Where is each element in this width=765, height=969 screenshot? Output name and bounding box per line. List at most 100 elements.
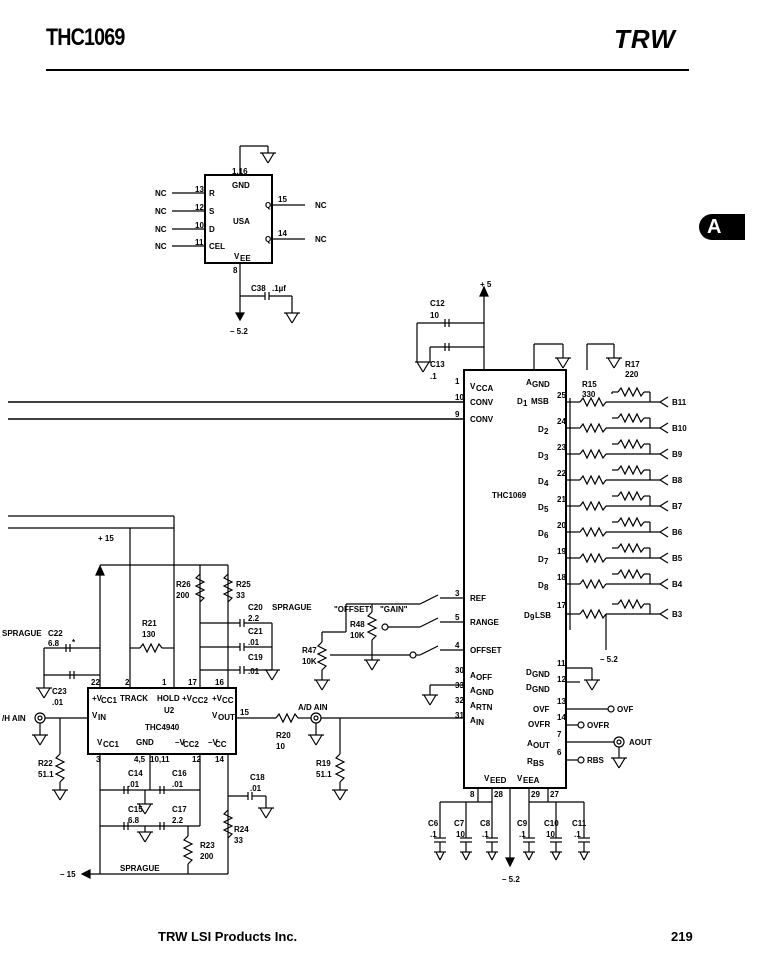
usa-gnd-label: GND (232, 181, 250, 190)
r19-name: R19 (316, 759, 331, 768)
pullup-resistor (617, 568, 645, 580)
thc1069-rpin-20: 20 (557, 521, 566, 530)
u2-vin-sub: IN (98, 713, 106, 722)
c17-value: 2.2 (172, 816, 184, 825)
r19-value: 51.1 (316, 770, 332, 779)
thc1069-d4: D (538, 477, 544, 486)
r17-name: R17 (625, 360, 640, 369)
usa-pin-13: 13 (195, 185, 204, 194)
thc1069-pin-label-5: OFFSET (470, 646, 502, 655)
thc1069-rpin-25: 25 (557, 391, 566, 400)
thc1069-bpin-28: 28 (494, 790, 503, 799)
output-b9: B9 (672, 450, 683, 459)
usa-nc-0: NC (155, 189, 167, 198)
u2-vout: V (212, 711, 218, 720)
minus15-label: – 15 (60, 870, 76, 879)
output-connector (658, 608, 669, 620)
r23-value: 200 (200, 852, 214, 861)
gain-label: "GAIN" (380, 605, 408, 614)
thc1069-d8-sub: 8 (544, 583, 549, 592)
bcap-gnd (461, 851, 467, 861)
thc1069-pin-sub-6: OFF (476, 673, 492, 682)
u2-hold: HOLD (157, 694, 180, 703)
thc1069-d3-sub: 3 (544, 453, 549, 462)
pullup-resistor (617, 464, 645, 476)
r22-name: R22 (38, 759, 53, 768)
r20-value: 10 (276, 742, 285, 751)
thc1069-aout: A (527, 739, 533, 748)
c20-value: 2.2 (248, 614, 260, 623)
c38-name: C38 (251, 284, 266, 293)
output-b4: B4 (672, 580, 683, 589)
pullup-resistor (617, 412, 645, 424)
bcap-c10-value: 10 (546, 830, 555, 839)
c15-value: 6.8 (128, 816, 140, 825)
thc1069-pin-label-7: A (470, 686, 476, 695)
c38-value: .1µf (272, 284, 286, 293)
section-tab[interactable]: A (699, 214, 745, 240)
bcap-gnd (555, 851, 561, 861)
header-rule (46, 69, 689, 71)
bcap-c11-name: C11 (572, 819, 587, 828)
thc1069-name: THC1069 (492, 491, 527, 500)
thc1069-pin-sub-9: IN (476, 718, 484, 727)
thc1069-d3: D (538, 451, 544, 460)
usa-label-2: D (209, 225, 215, 234)
u2-pin-top-17: 17 (188, 678, 197, 687)
bcap-gnd (579, 851, 585, 861)
thc1069-pin-label-2: CONV (470, 415, 494, 424)
usa-nc-2: NC (155, 225, 167, 234)
sprague-1: SPRAGUE (2, 629, 42, 638)
ladder-resistor (579, 500, 607, 512)
r23-name: R23 (200, 841, 215, 850)
thc1069-d1: D (517, 397, 523, 406)
thc1069-pin-30: 30 (455, 666, 464, 675)
c18-name: C18 (250, 773, 265, 782)
usa-pin-top: 1,16 (232, 167, 248, 176)
r15-value: 330 (582, 390, 596, 399)
thc1069-d5: D (538, 503, 544, 512)
u2-part: THC4940 (145, 723, 180, 732)
r47-value: 10K (302, 657, 317, 666)
thc1069-pin-32: 32 (455, 696, 464, 705)
u2-pin-top-16: 16 (215, 678, 224, 687)
u2-name: U2 (164, 706, 175, 715)
thc1069-d6-sub: 6 (544, 531, 549, 540)
bcap-gnd (465, 851, 471, 861)
thc1069-rpin-14: 14 (557, 713, 566, 722)
thc1069-pin-33: 33 (455, 681, 464, 690)
usa-name: USA (233, 217, 250, 226)
section-tab-label: A (707, 216, 722, 238)
thc1069-rpin-12: 12 (557, 675, 566, 684)
thc1069-rbs-sub: BS (533, 759, 545, 768)
output-connector (658, 578, 669, 590)
thc1069-d6: D (538, 529, 544, 538)
thc1069-pin-sub-8: RTN (476, 703, 493, 712)
u2-vcc2-sub: CC2 (192, 696, 209, 705)
thc1069-rpin-21: 21 (557, 495, 566, 504)
thc1069-ovfr: OVFR (528, 720, 550, 729)
thc1069-rbs: R (527, 757, 533, 766)
bottom-capacitors (434, 802, 590, 861)
thc1069-d4-sub: 4 (544, 479, 549, 488)
r26-value: 200 (176, 591, 190, 600)
hain-label: /H AIN (2, 714, 26, 723)
usa-nc-1: NC (155, 207, 167, 216)
u2-vccn: –V (208, 738, 218, 747)
u2-pin-bot-10,11: 10,11 (150, 755, 170, 764)
pullup-resistor (617, 542, 645, 554)
output-b5: B5 (672, 554, 683, 563)
thc1069-pin-label-0: V (470, 382, 476, 391)
thc1069-agnd-sub: GND (532, 380, 550, 389)
rbs-out: RBS (587, 756, 605, 765)
usa-vee-sub: EE (240, 254, 251, 263)
thc1069-veed-sub: EED (490, 776, 507, 785)
bcap-gnd (435, 851, 441, 861)
output-connector (658, 552, 669, 564)
bcap-c7-name: C7 (454, 819, 465, 828)
u2-vcc2: +V (182, 694, 193, 703)
sprague-2: SPRAGUE (272, 603, 312, 612)
thc1069-rpin-11: 11 (557, 659, 566, 668)
bcap-gnd (487, 851, 493, 861)
